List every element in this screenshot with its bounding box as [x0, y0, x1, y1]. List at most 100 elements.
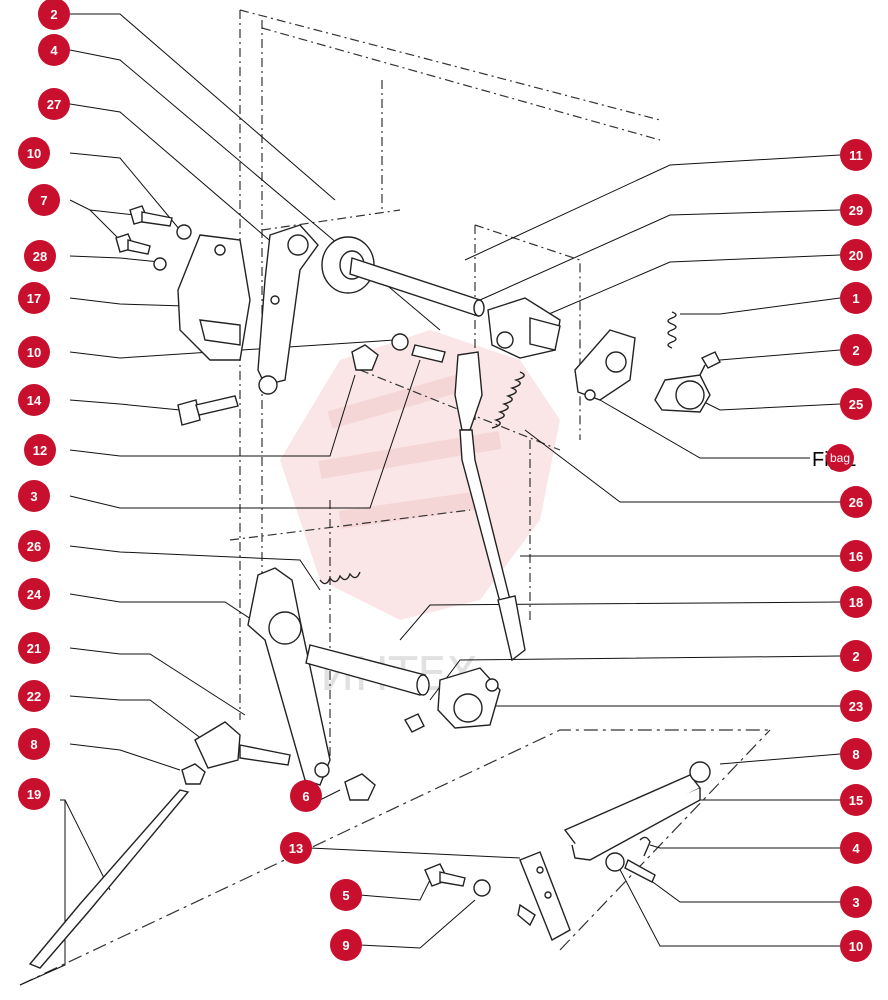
callout-19: 19 — [18, 778, 50, 810]
svg-text:3: 3 — [852, 895, 859, 910]
part-lever-24 — [247, 567, 331, 786]
svg-text:26: 26 — [849, 495, 863, 510]
svg-text:23: 23 — [849, 699, 863, 714]
part-pin-3 — [411, 344, 446, 363]
callout-3-left: 3 — [18, 480, 50, 512]
callout-20: 20 — [840, 239, 872, 271]
svg-text:15: 15 — [849, 793, 863, 808]
callout-15: 15 — [840, 784, 872, 816]
callout-21: 21 — [18, 632, 50, 664]
svg-text:13: 13 — [289, 841, 303, 856]
callout-4-top: 4 — [38, 34, 70, 66]
part-spring-26-left — [319, 571, 361, 585]
part-collar-25 — [654, 374, 711, 413]
part-shaft-11 — [321, 236, 485, 317]
part-bolts-7 — [115, 205, 173, 255]
part-bar-15 — [563, 761, 711, 861]
part-fasteners-bottom — [424, 836, 656, 897]
callout-17: 17 — [18, 282, 50, 314]
callout-12: 12 — [24, 434, 56, 466]
svg-text:3: 3 — [30, 489, 37, 504]
callout-22: 22 — [18, 680, 50, 712]
svg-text:22: 22 — [27, 689, 41, 704]
callout-16: 16 — [840, 540, 872, 572]
svg-text:2: 2 — [852, 343, 859, 358]
callout-6: 6 — [290, 780, 322, 812]
svg-text:10: 10 — [27, 146, 41, 161]
part-spring-1 — [667, 311, 677, 349]
part-bushing-20 — [487, 297, 561, 359]
svg-text:21: 21 — [27, 641, 41, 656]
callout-24: 24 — [18, 578, 50, 610]
svg-text:10: 10 — [849, 939, 863, 954]
svg-text:10: 10 — [27, 345, 41, 360]
svg-text:bag: bag — [830, 451, 850, 465]
callout-26-right: 26 — [840, 486, 872, 518]
svg-text:26: 26 — [27, 539, 41, 554]
callout-11: 11 — [840, 139, 872, 171]
part-nut-6 — [344, 773, 376, 801]
svg-text:2: 2 — [50, 7, 57, 22]
svg-text:25: 25 — [849, 397, 863, 412]
part-screw-2-mid — [404, 713, 425, 733]
callout-14: 14 — [18, 384, 50, 416]
callout-23: 23 — [840, 690, 872, 722]
part-bracket-right — [574, 329, 636, 401]
part-collar-23 — [437, 667, 501, 729]
callout-28: 28 — [24, 240, 56, 272]
part-joint-21 — [194, 721, 291, 769]
svg-text:20: 20 — [849, 248, 863, 263]
part-rod-16 — [454, 351, 526, 662]
callout-10-a: 10 — [18, 137, 50, 169]
svg-text:18: 18 — [849, 595, 863, 610]
svg-text:11: 11 — [849, 148, 863, 163]
part-pin-18 — [305, 644, 430, 696]
svg-text:9: 9 — [342, 938, 349, 953]
part-bracket-17 — [177, 234, 251, 361]
watermark-logo — [280, 330, 560, 620]
callout-13: 13 — [280, 832, 312, 864]
svg-text:8: 8 — [852, 747, 859, 762]
part-plate-13 — [517, 851, 571, 941]
svg-text:2: 2 — [852, 649, 859, 664]
callout-18: 18 — [840, 586, 872, 618]
callout-2-mid: 2 — [840, 640, 872, 672]
callout-8-right: 8 — [840, 738, 872, 770]
svg-text:16: 16 — [849, 549, 863, 564]
svg-text:27: 27 — [47, 97, 61, 112]
part-bolt-14 — [177, 395, 239, 426]
figure-badge: bag — [826, 444, 854, 472]
part-nut-8-left — [181, 763, 206, 785]
callout-2-top: 2 — [38, 0, 70, 30]
svg-text:19: 19 — [27, 787, 41, 802]
callout-10-b: 10 — [18, 336, 50, 368]
svg-text:1: 1 — [852, 291, 859, 306]
callout-9: 9 — [330, 929, 362, 961]
svg-text:28: 28 — [33, 249, 47, 264]
callout-8-left: 8 — [18, 728, 50, 760]
callout-25: 25 — [840, 388, 872, 420]
callout-3-right: 3 — [840, 886, 872, 918]
callout-1: 1 — [840, 282, 872, 314]
part-nut-12 — [351, 344, 379, 371]
svg-text:17: 17 — [27, 291, 41, 306]
section-cut-lines — [19, 729, 771, 986]
callout-26-left: 26 — [18, 530, 50, 562]
svg-text:5: 5 — [342, 888, 349, 903]
callout-7: 7 — [28, 184, 60, 216]
part-spring-26-right — [491, 371, 525, 429]
svg-text:8: 8 — [30, 737, 37, 752]
svg-text:4: 4 — [50, 43, 58, 58]
svg-text:14: 14 — [27, 393, 42, 408]
callout-27: 27 — [38, 88, 70, 120]
svg-text:29: 29 — [849, 203, 863, 218]
part-washers-left — [153, 224, 409, 351]
callout-5: 5 — [330, 879, 362, 911]
part-screw-2-right — [699, 351, 721, 376]
callout-2-right: 2 — [840, 334, 872, 366]
svg-text:24: 24 — [27, 587, 42, 602]
callout-29: 29 — [840, 194, 872, 226]
callout-4-right: 4 — [840, 832, 872, 864]
callout-10-right: 10 — [840, 930, 872, 962]
